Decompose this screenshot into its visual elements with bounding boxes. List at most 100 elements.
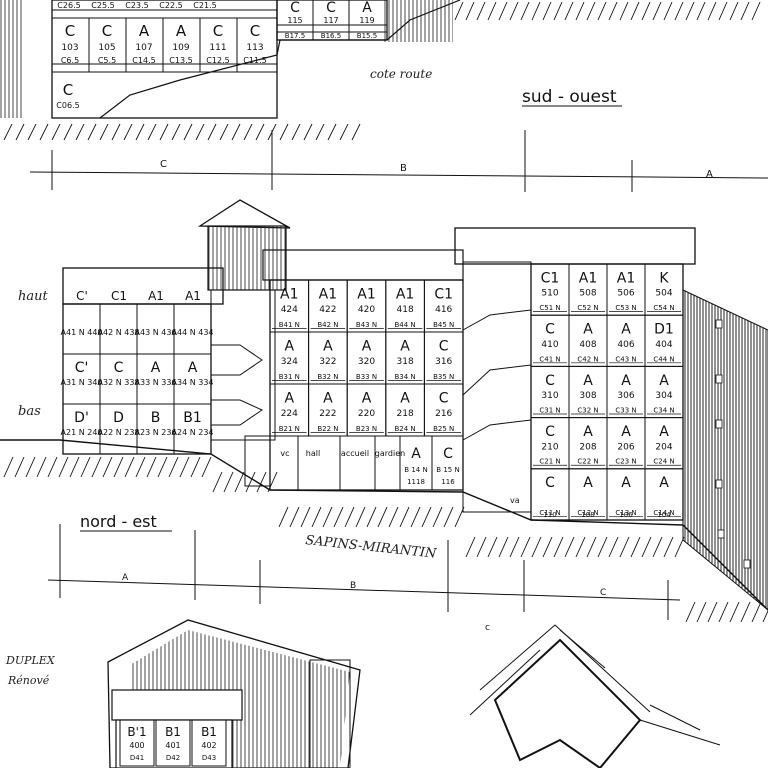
unit-code-label: 106 xyxy=(619,511,633,519)
duplex-label: DUPLEX xyxy=(5,654,56,667)
unit-number-label: 220 xyxy=(358,409,375,419)
unit-type-label: A xyxy=(151,360,161,376)
unit-type-label: A xyxy=(621,475,631,491)
unit-code-label: B23 N xyxy=(356,425,377,433)
unit-number-label: 113 xyxy=(246,43,263,53)
roof-unit-label: A1 xyxy=(148,289,164,303)
unit-code-label: C12 N xyxy=(577,509,598,517)
unit-number-label: 420 xyxy=(358,305,375,315)
unit-type-label: A1 xyxy=(396,287,414,303)
right-va-label: va xyxy=(510,496,520,505)
unit-number-label: 320 xyxy=(358,357,375,367)
dim-top-a: A xyxy=(706,169,713,180)
unit-type-label: A xyxy=(621,424,631,440)
sapins-mirantin-label: SAPINS-MIRANTIN xyxy=(305,533,438,562)
unit-number-label: A34 N 334 xyxy=(172,378,214,387)
ground-room-label: C xyxy=(443,446,453,462)
ground-hatch-middle xyxy=(3,456,768,623)
unit-number-label: 308 xyxy=(579,391,596,401)
unit-type-label: B1 xyxy=(165,725,181,739)
unit-code-label: B25 N xyxy=(433,425,454,433)
unit-code-label: 110 xyxy=(543,511,556,519)
unit-number-label: 103 xyxy=(61,43,78,53)
unit-code-label: B32 N xyxy=(317,373,338,381)
unit-type-label: A xyxy=(621,373,631,389)
unit-type-label: C xyxy=(290,0,300,16)
unit-type-label: A1 xyxy=(319,287,337,303)
unit-code-label: C53 N xyxy=(615,304,636,312)
unit-code-label: C14 N xyxy=(653,509,674,517)
unit-code-label: B41 N xyxy=(279,321,300,329)
unit-number-label: 416 xyxy=(435,305,452,315)
unit-code-label: C11 N xyxy=(539,509,560,517)
unit-type-label: A xyxy=(659,475,669,491)
unit-code-label: C25.5 xyxy=(91,1,114,10)
unit-number-label: 218 xyxy=(397,409,414,419)
unit-number-label: 306 xyxy=(617,391,634,401)
unit-code-label: B31 N xyxy=(279,373,300,381)
unit-code-label: B22 N xyxy=(317,425,338,433)
unit-code-label: B42 N xyxy=(317,321,338,329)
unit-number-label: A31 N 340 xyxy=(61,378,103,387)
cote-route-label: cote route xyxy=(370,67,432,81)
unit-type-label: A xyxy=(362,339,372,355)
unit-code-label: B33 N xyxy=(356,373,377,381)
dim-bottom-c: C xyxy=(600,588,606,598)
unit-code-label: 104 xyxy=(657,511,671,519)
unit-type-label: D' xyxy=(74,410,89,426)
unit-number-label: 402 xyxy=(201,741,216,750)
unit-code-label: B34 N xyxy=(395,373,416,381)
unit-code-label: B15.5 xyxy=(357,32,377,40)
unit-code-label: D41 xyxy=(130,754,144,762)
unit-code-label: B17.5 xyxy=(285,32,305,40)
unit-number-label: 216 xyxy=(435,409,452,419)
window xyxy=(715,319,723,329)
unit-type-label: C xyxy=(114,360,124,376)
unit-code-label: C52 N xyxy=(577,304,598,312)
unit-code-label: C43 N xyxy=(615,355,636,363)
unit-type-label: B'1 xyxy=(127,725,146,739)
window xyxy=(715,419,723,429)
unit-number-label: 401 xyxy=(165,741,180,750)
unit-number-label: 109 xyxy=(172,43,189,53)
unit-code-label: 108 xyxy=(581,511,594,519)
unit-number-label: 210 xyxy=(541,442,558,452)
unit-type-label: A xyxy=(583,373,593,389)
unit-number-label: A41 N 440 xyxy=(61,328,103,337)
unit-code-label: C23 N xyxy=(615,458,636,466)
unit-type-label: C xyxy=(545,424,555,440)
unit-code-label: B16.5 xyxy=(321,32,341,40)
ground-room-label: vc xyxy=(280,449,289,458)
dim-bottom-a: A xyxy=(122,573,129,583)
ground-hatch-top xyxy=(3,1,761,141)
unit-cell xyxy=(155,719,191,767)
unit-number-label: 119 xyxy=(359,16,374,25)
unit-type-label: A xyxy=(323,391,333,407)
unit-number-label: 410 xyxy=(541,340,558,350)
unit-code-label: C33 N xyxy=(615,406,636,414)
unit-type-label: A xyxy=(362,0,372,16)
ground-room-label: accueil xyxy=(341,449,369,458)
unit-type-label: A xyxy=(285,339,295,355)
unit-code-label: C24 N xyxy=(653,458,674,466)
unit-code-label: C6.5 xyxy=(61,56,79,65)
unit-code-label: B44 N xyxy=(395,321,416,329)
unit-code-label: D43 xyxy=(202,754,216,762)
unit-type-label: C xyxy=(65,22,75,40)
unit-type-label: B xyxy=(151,410,161,426)
unit-type-label: A xyxy=(139,22,150,40)
unit-code-label: C51 N xyxy=(539,304,560,312)
unit-type-label: C xyxy=(545,373,555,389)
unit-type-label: A xyxy=(400,339,410,355)
dim-top-b: B xyxy=(400,163,407,174)
unit-number-label: 318 xyxy=(397,357,414,367)
unit-number-label: 422 xyxy=(319,305,336,315)
unit-type-label: A xyxy=(583,322,593,338)
